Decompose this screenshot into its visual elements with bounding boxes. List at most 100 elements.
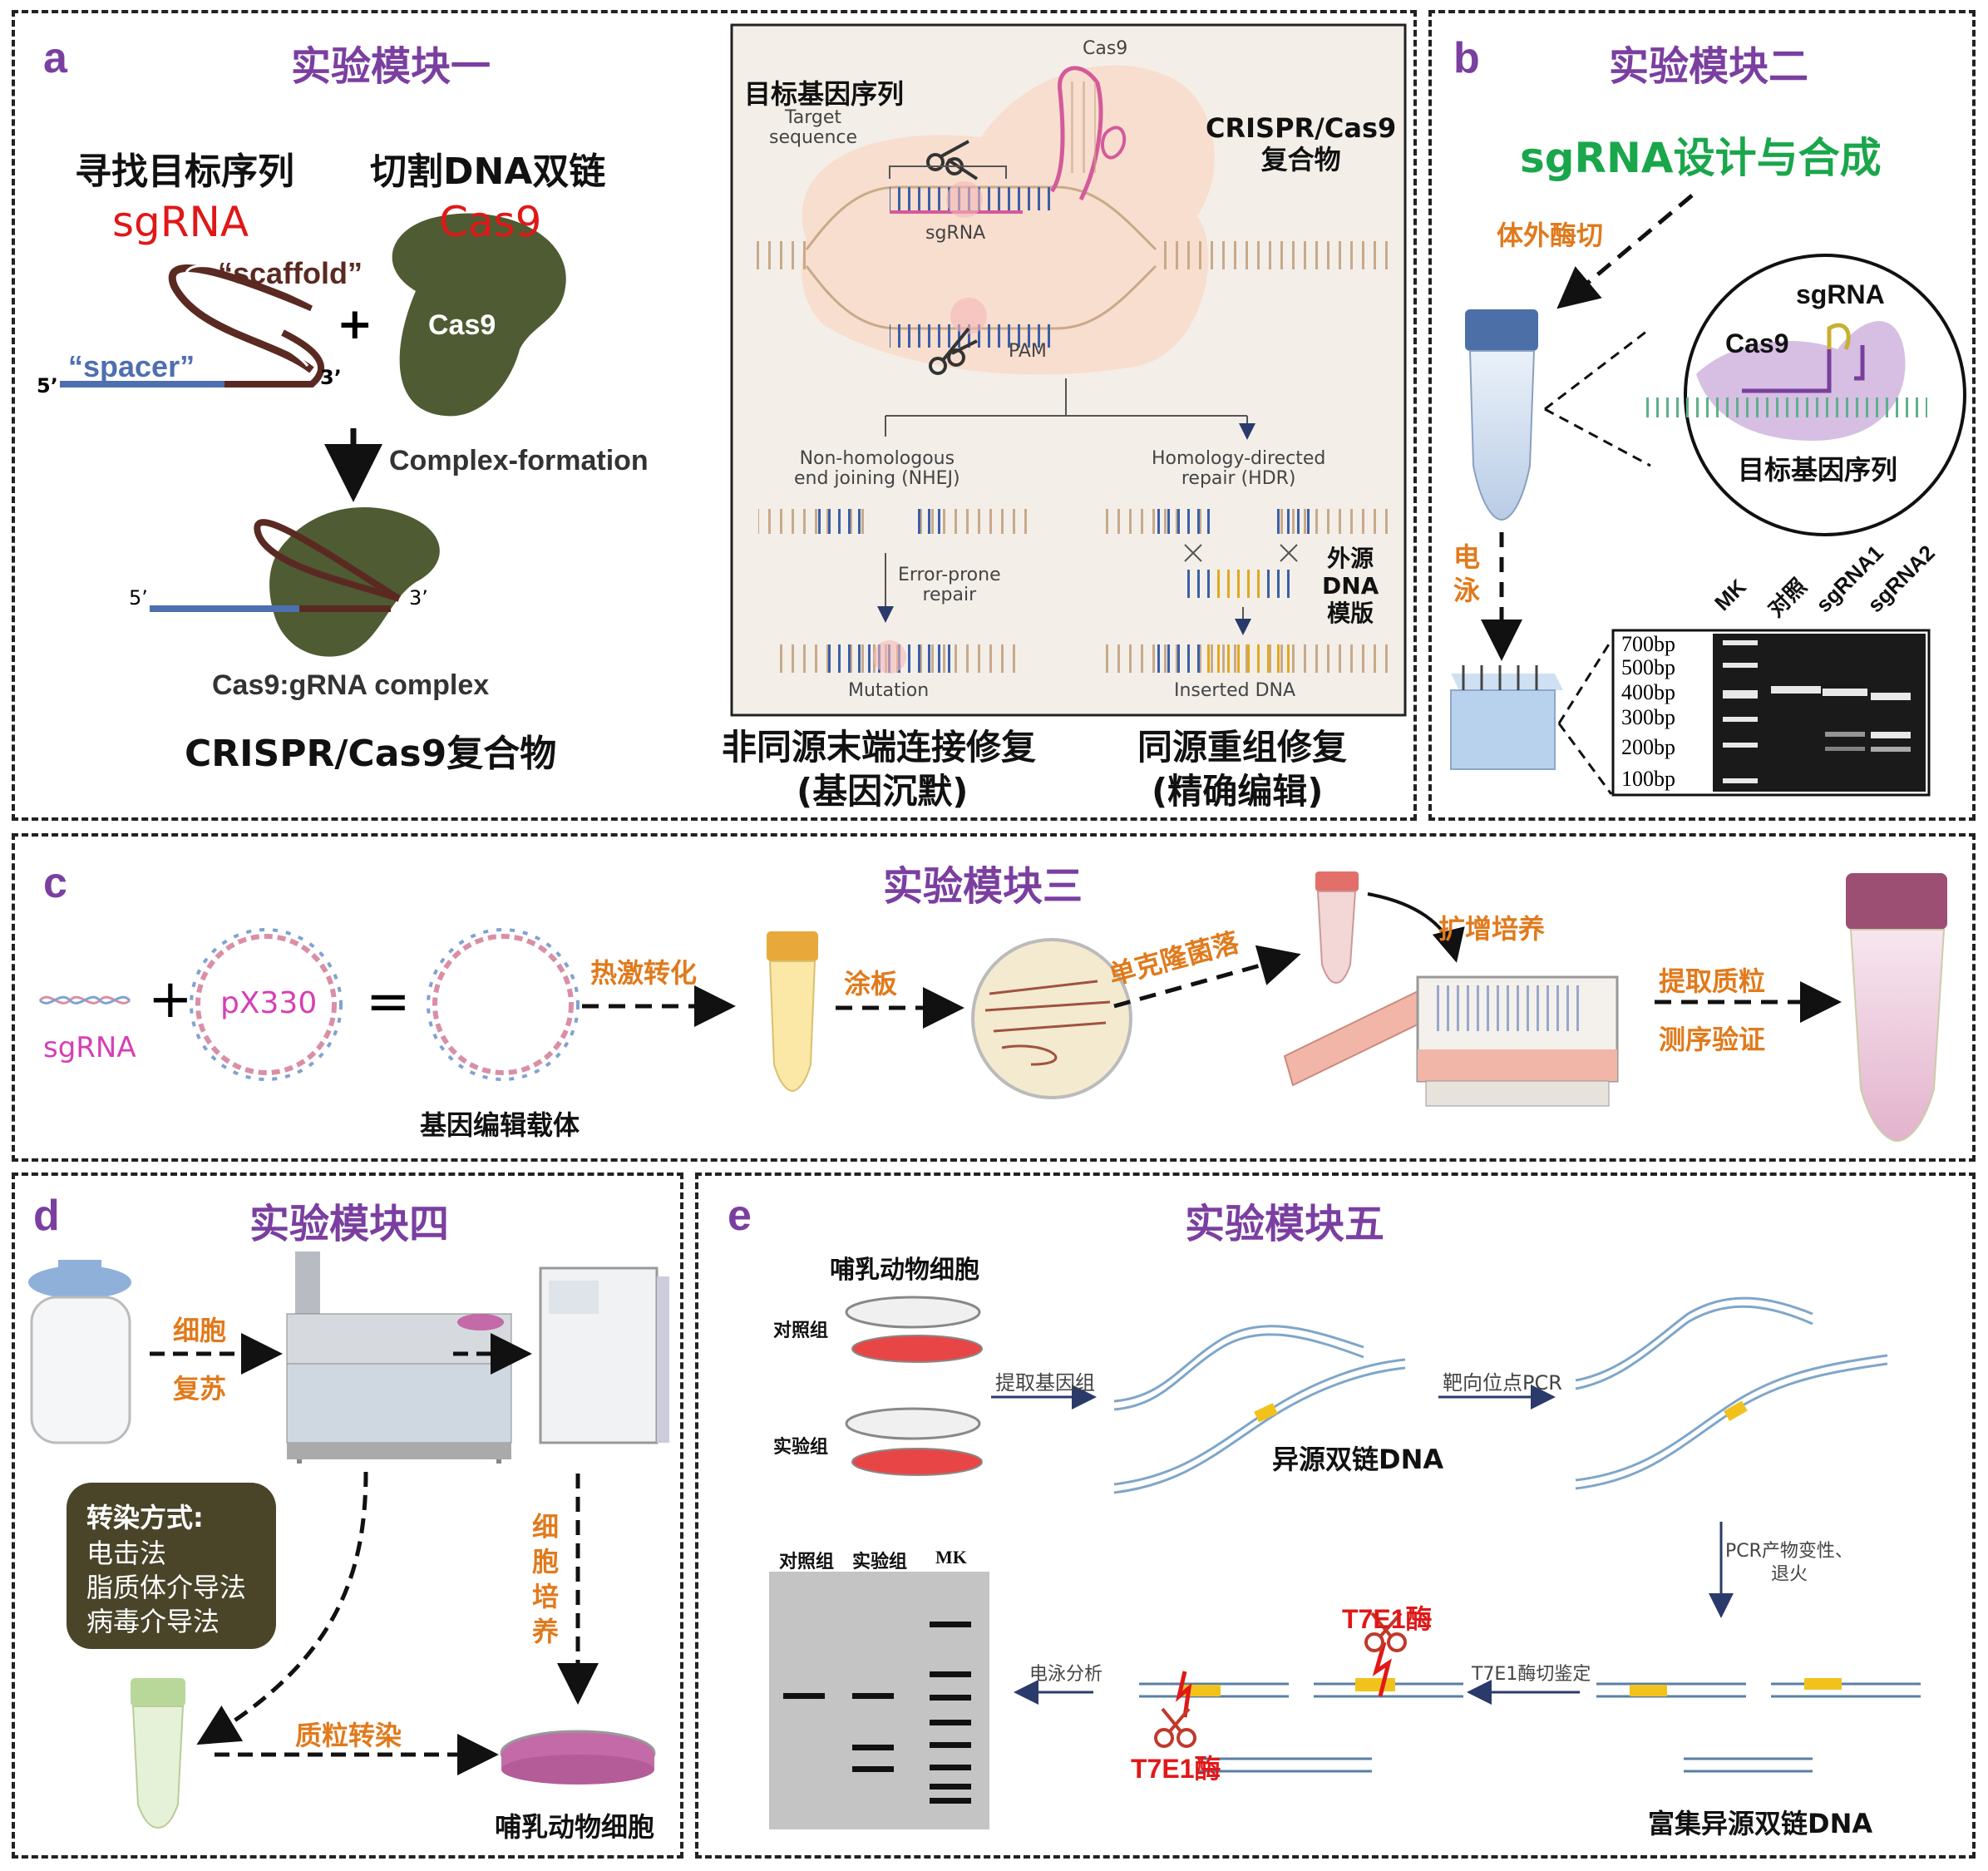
mammal-cells-label-d: 哺乳动物细胞 — [495, 1811, 655, 1843]
ladder-700: 700bp — [1621, 632, 1675, 656]
sgrna-scaffold-graphic — [60, 264, 324, 388]
inset-target-gene-label: 目标基因序列 — [744, 78, 905, 110]
cell-revival-label-1: 细胞 — [173, 1315, 227, 1346]
gel-bands-b — [1723, 640, 1911, 783]
large-pink-tube — [1846, 873, 1947, 1143]
transfection-method-2: 脂质体介导法 — [86, 1572, 247, 1603]
panel-e-letter: e — [728, 1192, 752, 1240]
heteroduplex-label: 异源双链DNA — [1272, 1444, 1444, 1475]
find-target-label: 寻找目标序列 — [75, 151, 294, 193]
sgrna-label-c: sgRNA — [43, 1031, 136, 1064]
complex-formation-label: Complex-formation — [389, 445, 649, 476]
panel-c-title: 实验模块三 — [883, 863, 1083, 910]
expand-culture-label: 扩增培养 — [1438, 913, 1546, 945]
inset-cas9-label: Cas9 — [1083, 38, 1128, 59]
inset-sgrna-label: sgRNA — [925, 223, 986, 244]
t7e1-label-bottom: T7E1酶 — [1131, 1754, 1221, 1784]
inset-cas9-blob — [802, 65, 1215, 375]
spacer-label: “spacer” — [68, 349, 195, 383]
panel-a-title: 实验模块一 — [291, 43, 491, 90]
sequencing-label: 测序验证 — [1659, 1024, 1766, 1055]
dishes-control — [845, 1296, 983, 1363]
plus-sign-c: + — [148, 969, 193, 1030]
transfection-box — [67, 1483, 276, 1649]
sgrna-design-title: sgRNA设计与合成 — [1520, 134, 1882, 182]
vector-label: 基因编辑载体 — [420, 1109, 580, 1141]
vector-plasmid — [432, 934, 574, 1075]
nhej-cn-label: 非同源末端连接修复 — [722, 727, 1037, 768]
cell-revival-label-2: 复苏 — [173, 1373, 227, 1404]
green-tube — [131, 1678, 185, 1829]
transfection-method-3: 病毒介导法 — [86, 1606, 220, 1637]
cas9-blob — [392, 213, 566, 417]
panel-b-title: 实验模块二 — [1609, 43, 1809, 90]
pcr-denature-label: PCR产物变性、 退火 — [1725, 1541, 1853, 1585]
inset-nhej-label: Non-homologous end joining (NHEJ) — [794, 448, 960, 489]
cas9-blob-label: Cas9 — [428, 309, 496, 341]
scaffold-label: “scaffold” — [218, 256, 363, 290]
scissors-icon-t7e1 — [1154, 1612, 1407, 1748]
ladder-300: 300bp — [1621, 705, 1675, 729]
ladder-500: 500bp — [1621, 655, 1675, 679]
electro-analysis-label: 电泳分析 — [1029, 1664, 1103, 1685]
px330-label: pX330 — [220, 986, 318, 1020]
zoom-cas9-label: Cas9 — [1725, 328, 1789, 358]
pcr-product-dna — [1575, 1296, 1888, 1490]
nhej-cn-sub: (基因沉默) — [797, 771, 969, 812]
biosafety-cabinet — [286, 1251, 512, 1464]
crispr-complex-label: CRISPR/Cas9复合物 — [185, 733, 557, 775]
liquid-nitrogen-tank — [28, 1260, 131, 1444]
co2-incubator — [539, 1266, 669, 1444]
inset-exogenous-dna: 外源 DNA 模版 — [1322, 545, 1379, 627]
shaker-incubator — [1283, 975, 1619, 1107]
complex-graphic — [150, 507, 440, 657]
gel-bands-e — [783, 1622, 971, 1804]
panel-d-letter: d — [33, 1192, 60, 1240]
gel-e-lane-mk: MK — [935, 1547, 967, 1567]
inset-inserted-dna-label: Inserted DNA — [1174, 680, 1296, 701]
t7e1-identify-label: T7E1酶切鉴定 — [1472, 1664, 1591, 1685]
panel-c-letter: c — [43, 859, 67, 907]
heat-shock-label: 热激转化 — [590, 957, 698, 989]
extract-plasmid-label: 提取质粒 — [1659, 965, 1766, 997]
px330-plasmid — [195, 934, 337, 1075]
inset-dna-bubble — [748, 66, 1389, 348]
inset-error-prone: Error-prone repair — [898, 565, 1001, 605]
experiment-group-label: 实验组 — [773, 1437, 829, 1458]
ladder-100: 100bp — [1621, 767, 1675, 791]
t7e1-label-top: T7E1酶 — [1342, 1604, 1433, 1634]
cut-dna-lines — [1139, 1682, 1463, 1773]
zoom-target-gene-label: 目标基因序列 — [1738, 454, 1898, 486]
sgrna-label: sgRNA — [112, 198, 249, 246]
five-prime-complex: 5’ — [129, 586, 148, 610]
panel-c-border — [12, 833, 1976, 1162]
enriched-dna-label: 富集异源双链DNA — [1648, 1808, 1873, 1839]
mammal-cells-label-e: 哺乳动物细胞 — [830, 1256, 979, 1285]
cut-dna-label: 切割DNA双链 — [370, 151, 606, 193]
plasmid-transfection-label: 质粒转染 — [295, 1720, 402, 1751]
hdr-cn-sub: (精确编辑) — [1152, 771, 1324, 812]
panel-d-title: 实验模块四 — [249, 1201, 450, 1247]
ladder-400: 400bp — [1621, 680, 1675, 704]
electrophoresis-label: 电 泳 — [1453, 541, 1481, 606]
panel-e-title: 实验模块五 — [1185, 1201, 1385, 1247]
enriched-dna-lines — [1596, 1682, 1921, 1773]
panel-b-letter: b — [1453, 34, 1480, 82]
inset-target-sequence: Target sequence — [769, 107, 858, 148]
extract-genome-label: 提取基因组 — [995, 1371, 1095, 1395]
panel-d-border — [12, 1172, 683, 1859]
inset-crispr-complex: CRISPR/Cas9 复合物 — [1206, 112, 1397, 175]
petri-dish-colonies — [971, 938, 1132, 1099]
three-prime-complex: 3’ — [409, 586, 428, 610]
panel-a-letter: a — [43, 34, 67, 82]
gel-e-lane-experiment: 实验组 — [852, 1552, 908, 1572]
cas9-label: Cas9 — [439, 198, 542, 246]
five-prime-a: 5’ — [37, 374, 58, 397]
ladder-200: 200bp — [1621, 735, 1675, 759]
gel-e-lane-control: 对照组 — [779, 1552, 835, 1572]
plating-label: 涂板 — [844, 968, 898, 1000]
equals-sign-c: = — [366, 971, 411, 1033]
dishes-experiment — [845, 1407, 983, 1476]
cell-culture-label: 细 胞 培 养 — [532, 1511, 560, 1647]
